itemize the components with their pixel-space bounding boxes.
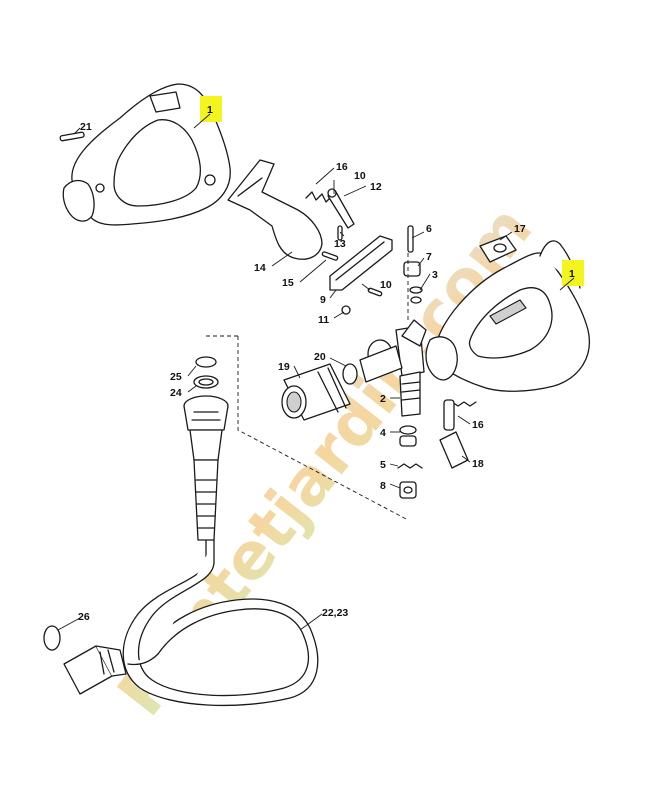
callout-17: 17 (514, 223, 526, 235)
pin-21 (59, 131, 85, 142)
callout-16-bottom: 16 (472, 419, 484, 431)
pin-6 (407, 225, 414, 253)
hose-connector (183, 395, 229, 541)
callout-1-right: 1 (569, 268, 575, 280)
hose (122, 539, 319, 707)
callout-labels: 1 1 21 16 10 12 13 14 15 9 10 11 6 7 3 1… (78, 104, 575, 623)
spring-5 (397, 463, 423, 469)
nut-8 (399, 481, 417, 499)
callout-11: 11 (318, 314, 329, 326)
seal-25 (195, 356, 217, 368)
valve-body-2 (395, 319, 427, 417)
callout-8: 8 (380, 480, 386, 492)
clip-18 (439, 431, 469, 469)
callout-1-left: 1 (207, 104, 213, 116)
pin-10-mid (367, 287, 383, 297)
callout-5: 5 (380, 459, 386, 471)
callout-6: 6 (426, 223, 432, 235)
callout-18: 18 (472, 458, 484, 470)
callout-20: 20 (314, 351, 326, 363)
callout-7: 7 (426, 251, 432, 263)
callout-13: 13 (334, 238, 346, 250)
ring-20 (342, 339, 403, 385)
trigger-bar-9 (329, 235, 393, 291)
callout-19: 19 (278, 361, 290, 373)
callout-24: 24 (170, 387, 182, 399)
callout-10-mid: 10 (380, 279, 392, 291)
callout-4: 4 (380, 427, 386, 439)
callout-21: 21 (80, 121, 92, 133)
assembly-line-a (237, 336, 409, 521)
callout-3: 3 (432, 269, 438, 281)
callout-22-23: 22,23 (322, 607, 348, 619)
left-handle-housing (62, 83, 231, 226)
end-connector (63, 645, 127, 695)
callout-14: 14 (254, 262, 266, 274)
seal-4 (399, 425, 417, 447)
seal-3 (409, 286, 423, 304)
callout-25: 25 (170, 371, 182, 383)
cap-17 (479, 235, 517, 263)
callout-15: 15 (282, 277, 294, 289)
callout-9: 9 (320, 294, 326, 306)
pin-13 (337, 225, 343, 241)
callout-16-top: 16 (336, 161, 348, 173)
seal-26 (43, 625, 61, 651)
pin-15 (321, 251, 339, 261)
nut-7 (403, 261, 421, 277)
callout-10-top: 10 (354, 170, 366, 182)
spring-16-bottom (443, 399, 477, 431)
latch-12 (327, 188, 355, 229)
callout-26: 26 (78, 611, 90, 623)
nozzle-19 (281, 363, 351, 421)
highlight-box-left (200, 96, 222, 122)
callout-12: 12 (370, 181, 382, 193)
ring-24 (193, 375, 219, 389)
callout-2: 2 (380, 393, 386, 405)
trigger-lever (227, 159, 323, 260)
highlight-box-right (562, 260, 584, 286)
leader-lines (57, 113, 575, 631)
